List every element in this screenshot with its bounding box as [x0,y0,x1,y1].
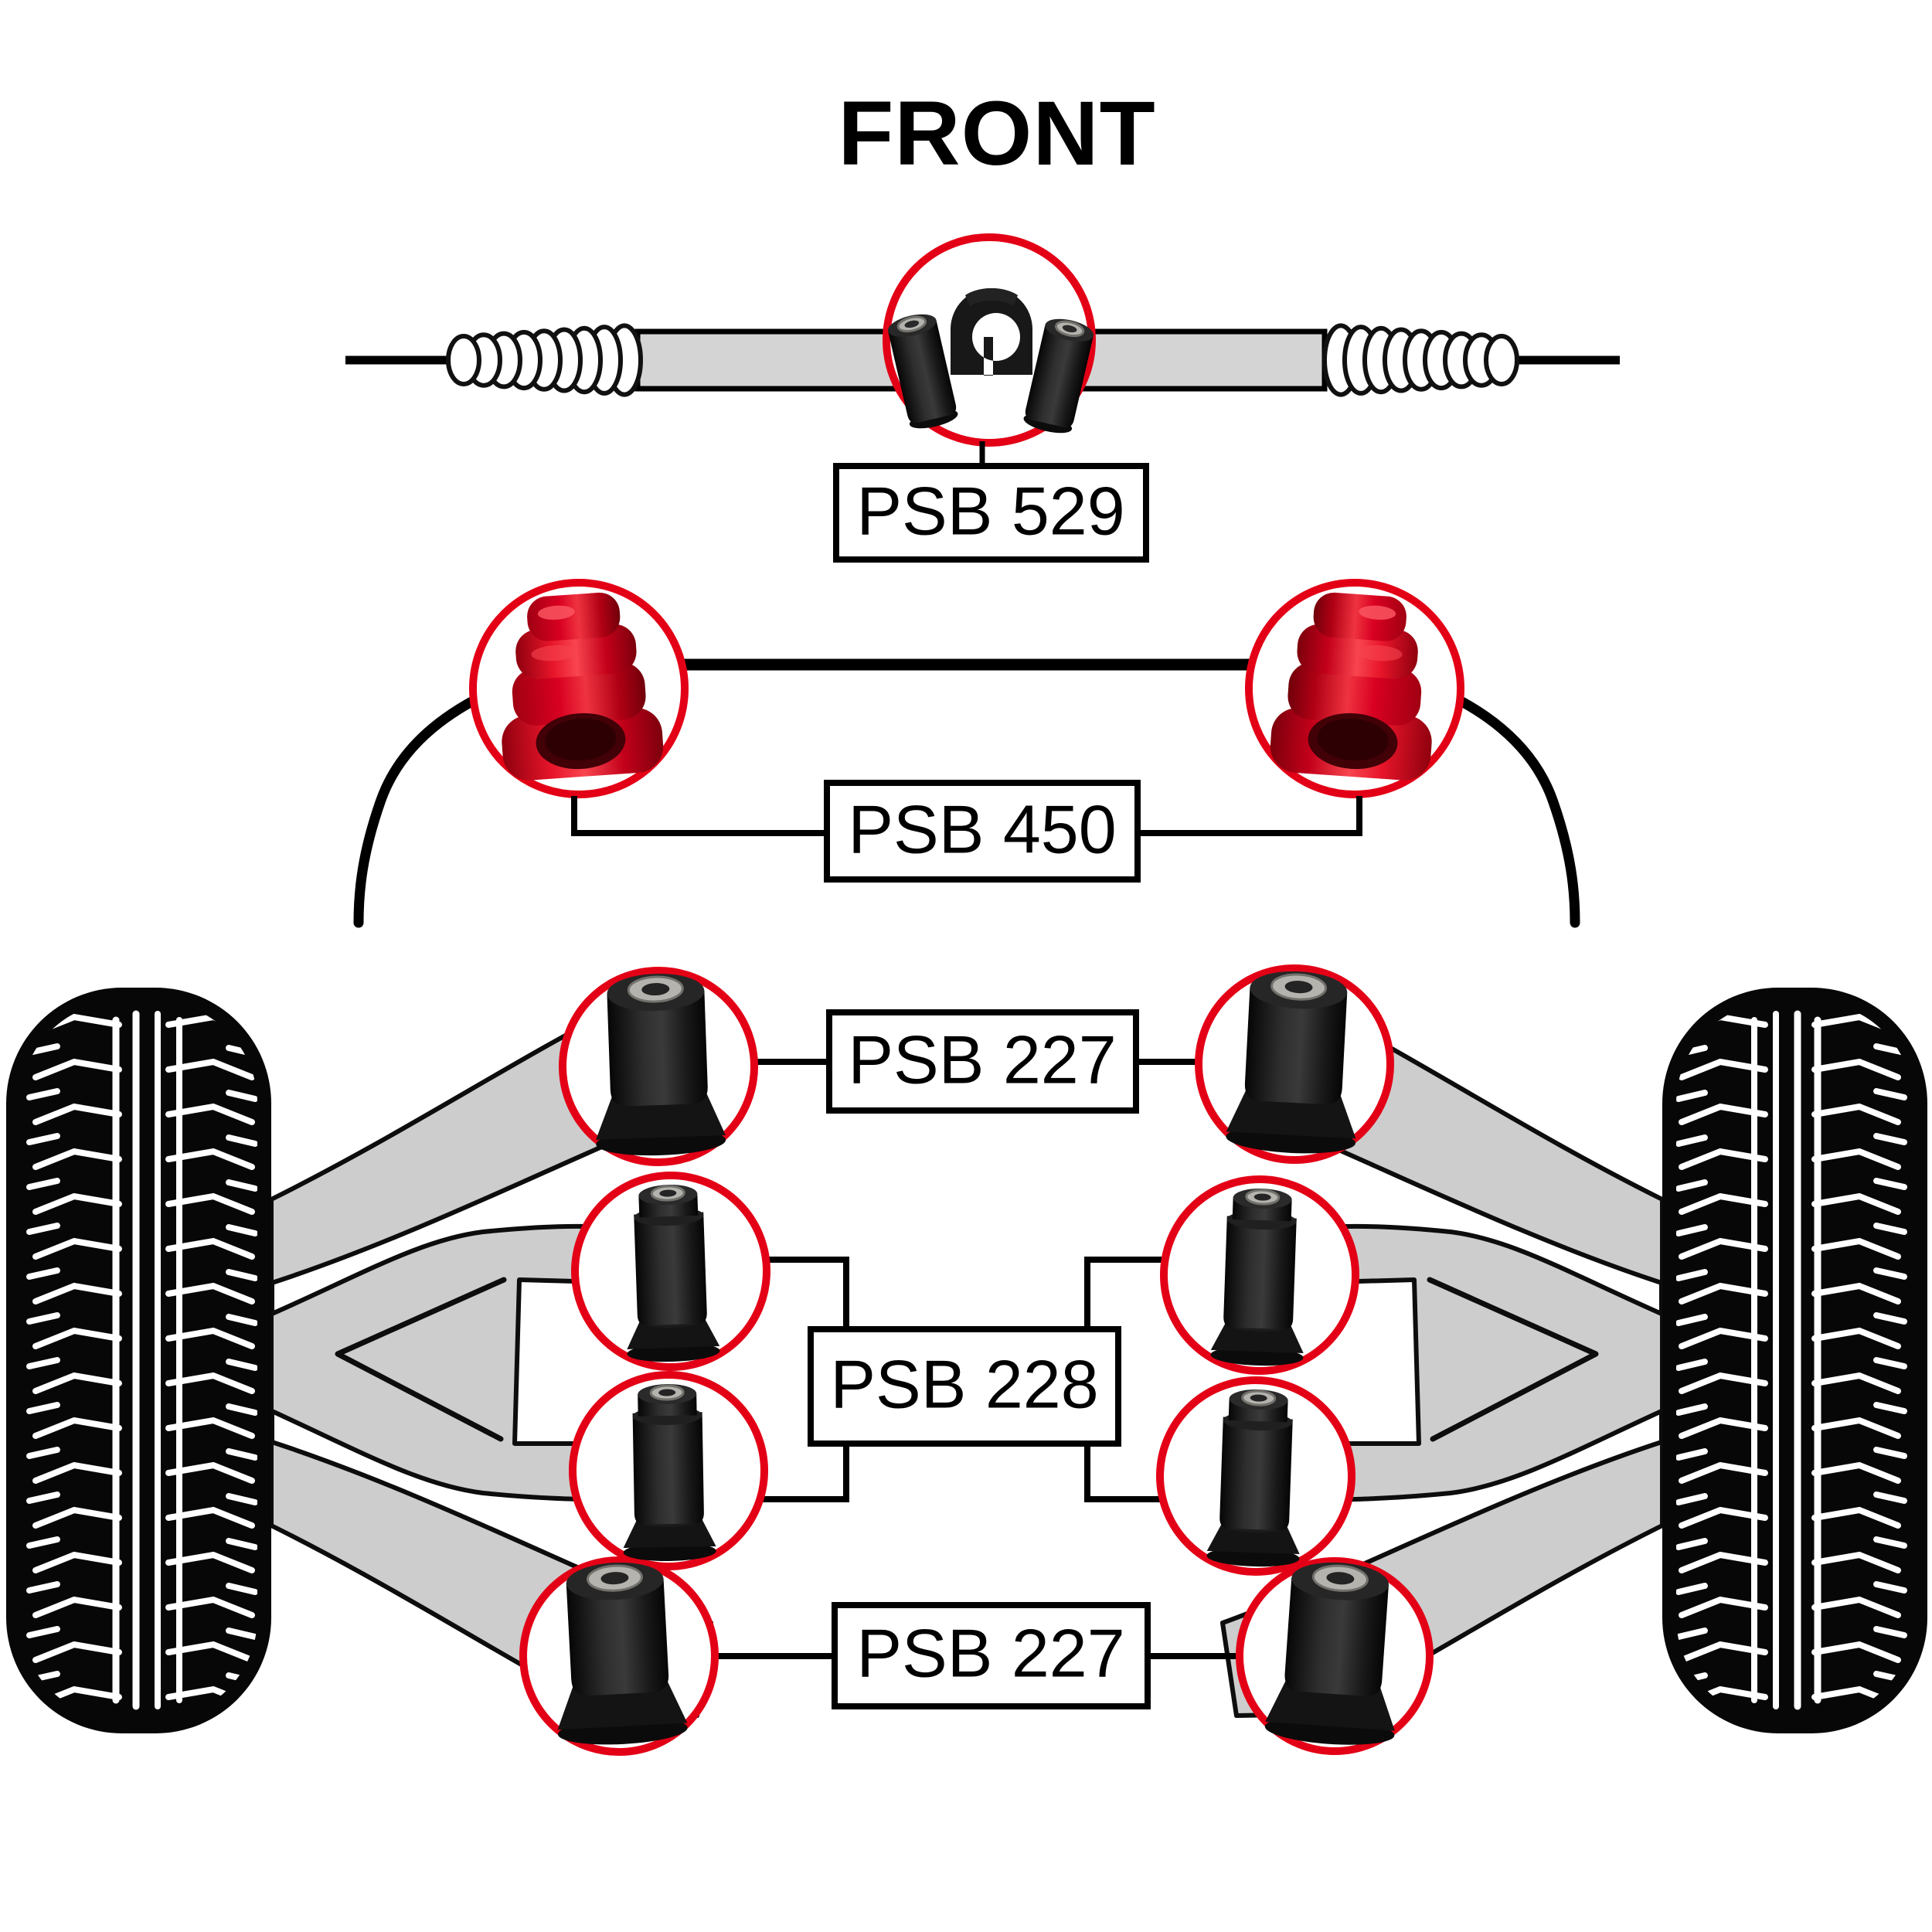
callout-label-psb228: PSB 228 [830,1345,1098,1422]
sway-bar-illustration: PSB 450 [359,579,1575,923]
steering-rack-illustration: PSB 529 [345,233,1620,563]
callout-label-psb450: PSB 450 [848,791,1116,867]
page-title: FRONT [838,83,1155,185]
callout-line-psb228-bottomleft [760,1444,849,1502]
callout-line-psb228-topleft [765,1257,849,1329]
callout-box-psb227-bottom [832,1602,1151,1709]
callout-line-psb228-topright [1084,1257,1165,1329]
callout-label-psb227-top: PSB 227 [848,1021,1116,1097]
callout-line-psb450-right [1138,796,1362,836]
callout-box-psb228 [808,1326,1121,1447]
steering-boot-left-icon [448,325,641,394]
steering-boot-right-icon [1325,325,1517,394]
callout-box-psb529 [833,463,1149,563]
callout-box-psb450 [824,780,1141,883]
control-arm-illustration: PSB 227 PSB 228 PSB 227 [6,964,1927,1756]
callout-box-psb227-top [826,1009,1139,1114]
callout-label-psb529: PSB 529 [856,472,1124,549]
callout-line-psb228-bottomright [1084,1444,1162,1502]
callout-line-psb450-left [571,796,827,836]
tire-left-icon [6,988,271,1733]
tire-right-icon [1662,988,1927,1733]
callout-label-psb227-bottom: PSB 227 [856,1614,1124,1691]
